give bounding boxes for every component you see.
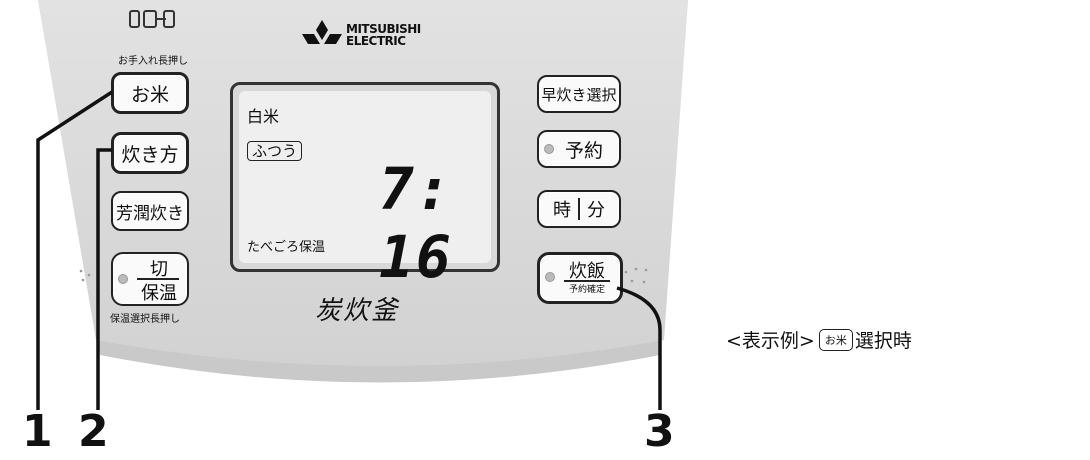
- off-keep-warm-button[interactable]: 切 保温: [111, 252, 189, 306]
- cook-button[interactable]: 炊飯 予約確定: [537, 252, 623, 304]
- reserve-led-icon: [544, 144, 554, 154]
- reserve-button[interactable]: 予約: [537, 130, 621, 168]
- hour-minute-divider: [578, 198, 580, 220]
- aroma-cooking-button[interactable]: 芳潤炊き: [111, 191, 189, 231]
- off-keep-warm-led-icon: [118, 274, 128, 284]
- hour-button-label[interactable]: 時: [553, 200, 571, 221]
- off-divider: [137, 278, 179, 280]
- mode-indicator: ふつう: [247, 141, 303, 161]
- display-example-caption: <表示例> お米 選択時: [726, 326, 912, 353]
- rice-button-label: お米: [130, 83, 169, 106]
- keep-warm-hint: 保温選択長押し: [110, 314, 180, 325]
- caption-suffix: 選択時: [854, 330, 912, 352]
- cook-label: 炊飯: [569, 261, 605, 282]
- time-readout: 7: 16: [379, 155, 453, 291]
- right-speaker-dots-icon: [622, 266, 662, 300]
- rice-type-indicator: 白米: [247, 107, 280, 126]
- callout-2: 2: [78, 406, 109, 457]
- caption-key-badge: お米: [818, 328, 853, 351]
- rice-button[interactable]: お米: [111, 72, 189, 114]
- quick-cook-select-label: 早炊き選択: [541, 85, 617, 104]
- keep-warm-label: 保温: [141, 283, 177, 304]
- reserve-button-label: 予約: [564, 139, 603, 162]
- lcd-screen: 白米 ふつう 7: 16 たべごろ保温: [239, 91, 491, 291]
- cook-divider: [564, 280, 610, 282]
- cooking-method-button[interactable]: 炊き方: [111, 132, 189, 174]
- quick-cook-select-button[interactable]: 早炊き選択: [537, 75, 621, 113]
- caption-prefix: <表示例>: [726, 330, 815, 352]
- minute-button-label[interactable]: 分: [587, 200, 605, 221]
- hour-minute-button[interactable]: 時 分: [537, 190, 621, 228]
- lcd-display: 白米 ふつう 7: 16 たべごろ保温: [230, 82, 500, 291]
- callout-1: 1: [22, 406, 53, 457]
- product-name: 炭炊釜: [315, 296, 400, 326]
- brand-line-1: MITSUBISHI: [346, 22, 421, 36]
- mitsubishi-logo-icon: [302, 18, 342, 54]
- left-speaker-dots-icon: [78, 268, 98, 292]
- callout-3: 3: [644, 406, 675, 457]
- aroma-cooking-button-label: 芳潤炊き: [116, 203, 184, 224]
- reserve-confirm-label: 予約確定: [568, 285, 605, 295]
- maintenance-hint: お手入れ長押し: [118, 56, 188, 67]
- cook-led-icon: [545, 272, 555, 282]
- brand-line-2: ELECTRIC: [346, 34, 406, 48]
- keep-warm-status: たべごろ保温: [247, 240, 326, 255]
- ih-icon: [128, 8, 178, 30]
- caption-key-label: お米: [824, 333, 847, 347]
- cooking-method-button-label: 炊き方: [121, 143, 179, 166]
- off-label: 切: [150, 259, 168, 280]
- mode-indicator-label: ふつう: [252, 142, 298, 160]
